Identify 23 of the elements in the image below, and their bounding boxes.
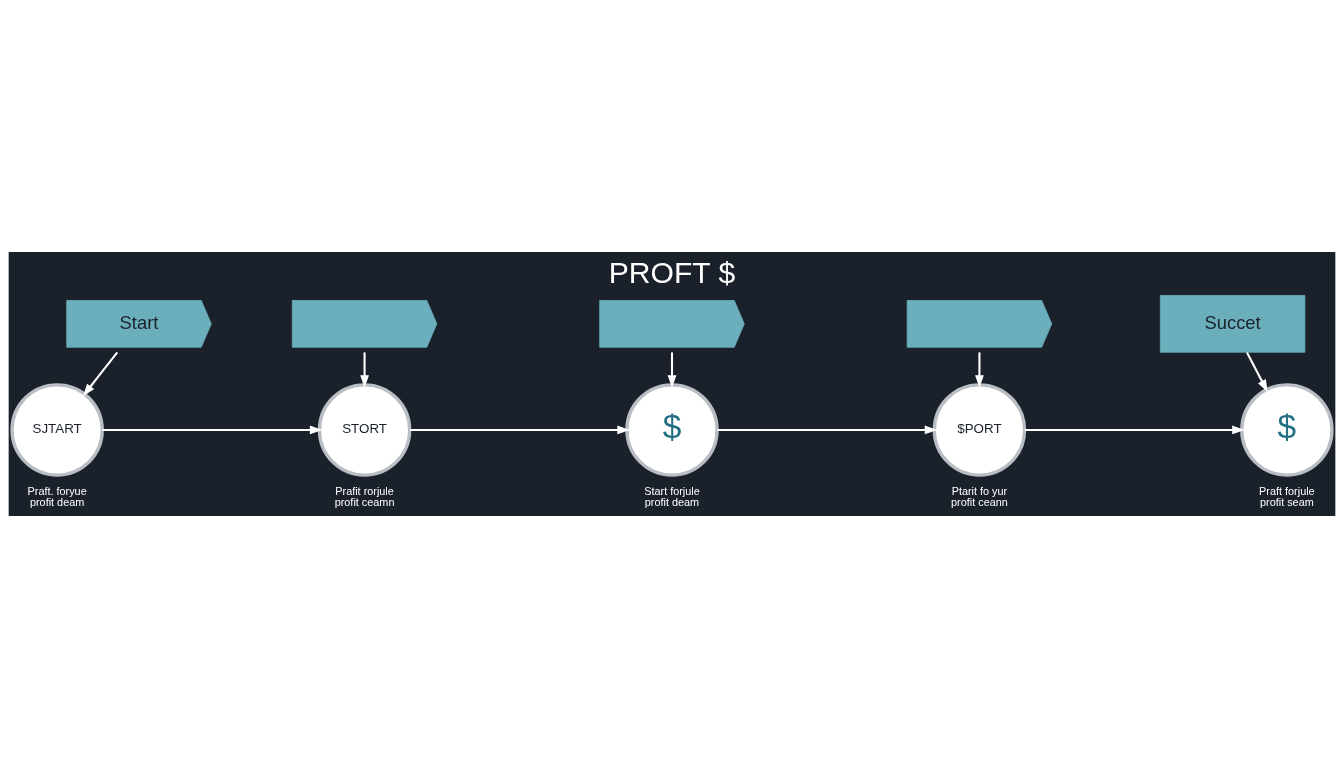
arrow — [82, 351, 119, 397]
arrow — [102, 425, 323, 435]
node-circle: STORT — [317, 383, 412, 477]
diagram-title: PROFT $ — [608, 255, 736, 289]
node-circle: $ — [1240, 383, 1334, 477]
arrow — [975, 352, 984, 388]
node-arrow — [906, 300, 1053, 348]
node-label: Start forjule profit deam — [644, 484, 700, 509]
node-arrow — [599, 300, 745, 348]
arrow — [717, 425, 938, 435]
node-box: Succet — [1159, 295, 1306, 353]
node-label: Ptarit fo yur profit ceann — [951, 484, 1008, 509]
arrow — [1024, 425, 1245, 435]
node-arrow — [291, 300, 438, 348]
node-label: Prafit rorjule profit ceamn — [334, 484, 395, 509]
arrow — [360, 352, 369, 388]
arrow — [667, 352, 677, 388]
node-circle: $PORT — [932, 383, 1027, 477]
arrow — [409, 425, 630, 435]
arrow — [1246, 351, 1268, 393]
node-circle: $ — [625, 383, 719, 477]
node-label: Praft forjule profit seam — [1259, 484, 1315, 509]
node-label: Praft. foryue profit deam — [27, 484, 87, 509]
